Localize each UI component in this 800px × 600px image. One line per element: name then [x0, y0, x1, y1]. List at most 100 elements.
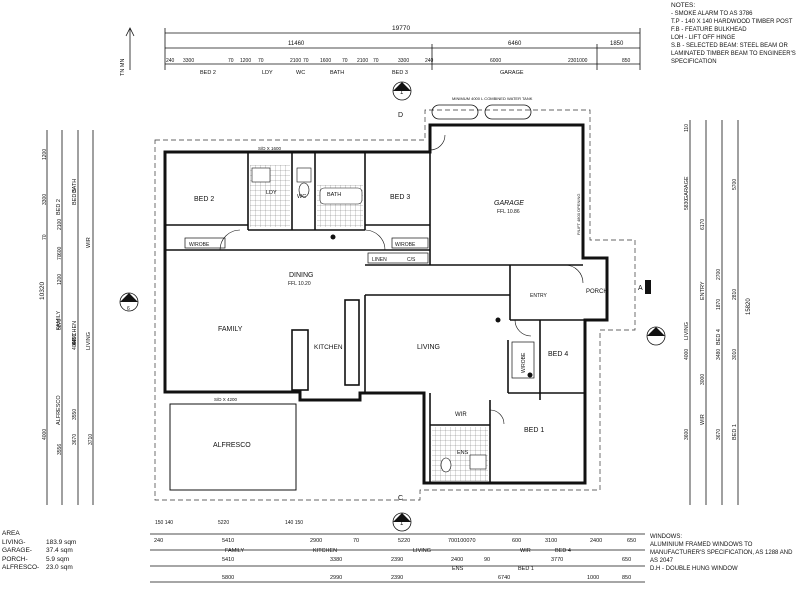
dim-bottom-label: FAMILY [225, 548, 244, 554]
dim-bottom-row2: 2390 [391, 557, 403, 563]
dim-bottom-row2: 3380 [330, 557, 342, 563]
dim-bottom-small: 5220 [218, 520, 229, 526]
dim-top-segment: 850 [622, 58, 631, 64]
water-tank-note: MINIMUM 4000 L COMBINED WATER TANK [452, 96, 533, 101]
area-value: 37.4 sqm [46, 547, 73, 554]
room-wir: WIR [455, 412, 467, 418]
area-value: 23.0 sqm [46, 564, 73, 571]
dim-top-segment: 3300 [183, 58, 194, 64]
dim-right-overall: 15820 [746, 298, 752, 315]
dim-right-value: 2700 [716, 269, 722, 280]
dim-left-value: 3670 [72, 434, 78, 445]
dim-bottom-small: 140 150 [285, 520, 303, 526]
dim-bottom-label: WIR [520, 548, 531, 554]
dim-top-mid-left: 11460 [288, 41, 305, 47]
dim-top-segment: 70 [342, 58, 348, 64]
dim-top-label: BED 3 [392, 70, 408, 76]
dim-top-segment: 70 [228, 58, 234, 64]
dim-left-value: 3556 [57, 444, 63, 455]
dim-left-value: 3550 [72, 409, 78, 420]
room-garage-ffl: FFL 10.86 [497, 209, 520, 215]
dim-bottom-segment: 650 [627, 538, 636, 544]
dim-bottom-segment: 2400 [590, 538, 602, 544]
dim-left-value: 4450 [72, 334, 78, 345]
dim-bottom-row2: 5410 [222, 557, 234, 563]
dim-left-value: 1200 [57, 274, 63, 285]
dim-top-segment: 2100 [290, 58, 301, 64]
room-dining-ffl: FFL 10.20 [288, 281, 311, 287]
dim-top-label: WC [296, 70, 305, 76]
room-entry: ENTRY [530, 293, 548, 299]
dim-right-label: WIR [700, 414, 706, 425]
dim-bottom-row3-label: BED 1 [518, 566, 534, 572]
windows-panel: WINDOWS: ALUMINIUM FRAMED WINDOWS TO MAN… [650, 533, 798, 573]
dim-left-value: 1200 [42, 149, 48, 160]
room-wc: WC [297, 194, 306, 200]
room-bath: BATH [327, 192, 341, 198]
room-wrobe-bed4: W/ROBE [521, 352, 527, 373]
dim-bottom-row3: 2990 [330, 575, 342, 581]
dim-left-value: 600 [57, 246, 63, 255]
dim-right-value: 3480 [716, 349, 722, 360]
room-ldy: LDY [266, 190, 277, 196]
room-kitchen: KITCHEN [314, 344, 343, 351]
dim-bottom-row3: 2390 [391, 575, 403, 581]
room-ens: ENS [457, 450, 469, 456]
windows-text: ALUMINIUM FRAMED WINDOWS TO MANUFACTURER… [650, 542, 793, 564]
marker-a: A [638, 285, 643, 292]
north-label: TN MN [120, 59, 126, 76]
dim-top-segment: 70 [258, 58, 264, 64]
note-item: F.B - FEATURE BULKHEAD [671, 27, 747, 33]
dim-left-label: BED 3 [72, 189, 78, 205]
dim-right-value: 110 [684, 124, 690, 132]
area-row: PORCH-5.9 sqm [2, 556, 122, 565]
room-alfresco: ALFRESCO [213, 442, 251, 449]
room-bed4: BED 4 [548, 351, 568, 358]
dim-right-label: GARAGE [684, 176, 690, 200]
dim-left-label: KITCHEN [72, 321, 78, 345]
dim-top-segment: 70 [373, 58, 379, 64]
dim-right-label: BED 4 [716, 329, 722, 345]
dim-top-segment: 2100 [357, 58, 368, 64]
dim-bottom-row3: 5800 [222, 575, 234, 581]
note-item: LOH - LIFT OFF HINGE [671, 35, 736, 41]
area-label: ALFRESCO- [2, 564, 40, 571]
dim-bottom-row2: 3770 [551, 557, 563, 563]
marker-c: C [398, 495, 403, 502]
dim-right-value: 5700 [732, 179, 738, 190]
dim-left-label: FAMILY [56, 311, 62, 330]
garage-opening-note: P/LIFT 4800 OPENING [576, 194, 581, 236]
dim-bottom-row2: 650 [622, 557, 631, 563]
area-value: 5.9 sqm [46, 555, 70, 563]
dim-bottom-row3: 850 [622, 575, 631, 581]
dim-right-value: 3010 [732, 349, 738, 360]
dim-bottom-label: BED 4 [555, 548, 571, 554]
dim-right-label: ENTRY [700, 281, 706, 300]
room-family: FAMILY [218, 326, 243, 333]
dim-top-segment: 240 [425, 58, 434, 64]
windows-dh: D.H - DOUBLE HUNG WINDOW [650, 566, 738, 572]
dim-top-segment: 3300 [398, 58, 409, 64]
dim-top-mid-right2: 1850 [610, 41, 624, 47]
sd-alfresco-note: S/D X 4200 [214, 397, 238, 402]
notes-panel: NOTES: - SMOKE ALARM TO AS 3786 T.P - 14… [671, 2, 799, 66]
area-row: LIVING-183.9 sqm [2, 539, 122, 548]
room-bed2: BED 2 [194, 196, 214, 203]
dim-right-value: 4000 [684, 349, 690, 360]
room-wrobe-left: W/ROBE [189, 242, 210, 248]
room-porch: PORCH [586, 289, 608, 295]
dim-bottom-segment: 5410 [222, 538, 234, 544]
area-value: 183.9 sqm [46, 538, 77, 546]
dim-left-label: LIVING [86, 332, 92, 350]
notes-title: NOTES: [671, 2, 696, 9]
dim-right-value: 5830 [684, 199, 690, 210]
room-linen: LINEN [372, 257, 387, 263]
dim-top-segment: 6000 [490, 58, 501, 64]
dim-right-label: BED 1 [732, 424, 738, 440]
windows-title: WINDOWS: [650, 534, 682, 540]
area-row: ALFRESCO- 23.0 sqm [2, 564, 122, 573]
dim-bottom-segment: 5220 [398, 538, 410, 544]
dim-left-value: 2100 [57, 219, 63, 230]
dim-right-value: 1870 [716, 299, 722, 310]
dim-top-mid-right: 6460 [508, 41, 522, 47]
